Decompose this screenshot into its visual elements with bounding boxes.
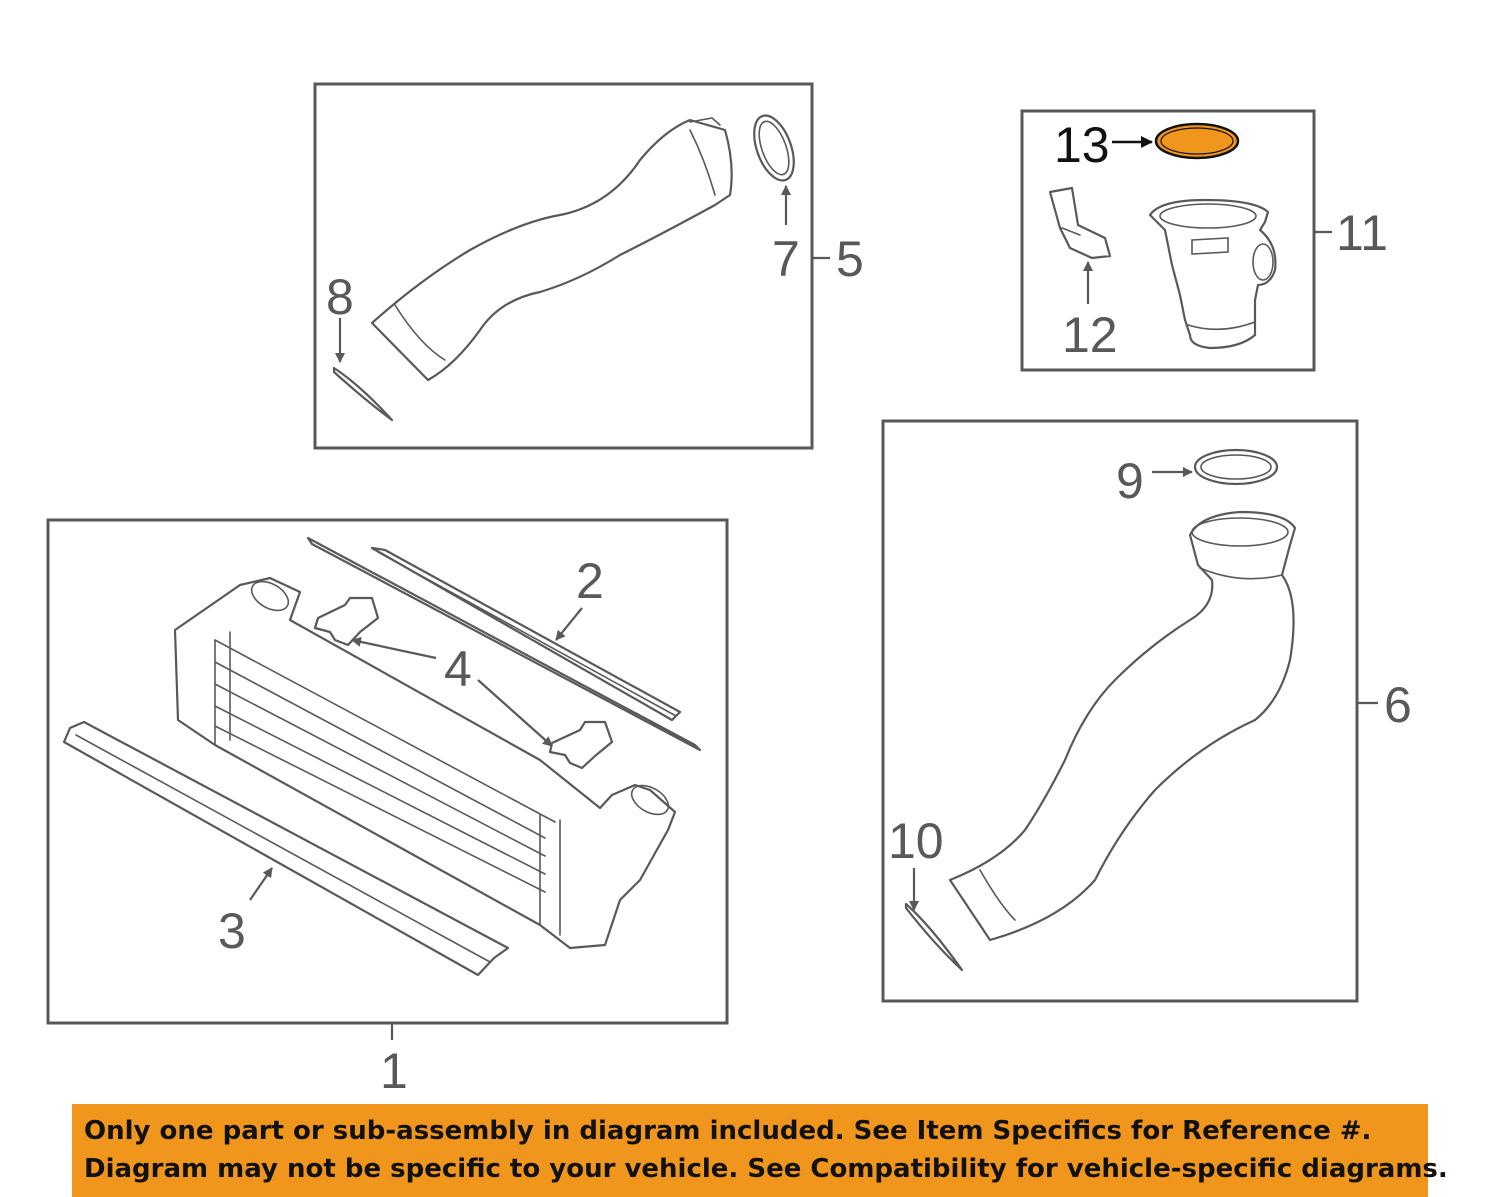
upper-hose-box	[313, 82, 814, 450]
lower-hose-box	[881, 419, 1359, 1003]
gasket-13-highlight	[1154, 122, 1240, 160]
lower-hose-o-ring	[1193, 448, 1279, 486]
lower-deflector-strip	[62, 720, 510, 977]
callout-2: 2	[576, 553, 604, 609]
leader-3	[249, 867, 273, 901]
parts-diagram: 7 5 8 13 12 11	[46, 82, 1412, 1099]
upper-deflector-strip	[306, 536, 702, 752]
callout-4: 4	[444, 641, 472, 697]
callout-8: 8	[326, 269, 354, 325]
callout-3: 3	[218, 903, 246, 959]
sensor-bracket	[1048, 186, 1112, 260]
lower-intercooler-hose	[948, 510, 1297, 942]
highlighted-gasket	[1154, 122, 1240, 160]
intercooler-box	[46, 518, 729, 1025]
callout-13: 13	[1054, 117, 1110, 173]
upper-intercooler-hose	[370, 117, 733, 382]
intercooler-bracket-upper	[313, 596, 380, 647]
upper-hose-o-ring	[753, 114, 795, 182]
upper-hose-clamp	[332, 366, 394, 422]
intercooler-bracket-lower	[548, 720, 614, 770]
callout-5: 5	[836, 231, 864, 287]
disclaimer-line-2: Diagram may not be specific to your vehi…	[84, 1154, 1448, 1184]
callout-6: 6	[1384, 677, 1412, 733]
air-mass-meter-housing	[1148, 198, 1277, 350]
callout-9: 9	[1116, 453, 1144, 509]
callout-12: 12	[1062, 307, 1118, 363]
leader-2	[555, 607, 583, 641]
disclaimer-banner: Only one part or sub-assembly in diagram…	[72, 1104, 1448, 1197]
leader-4a	[351, 636, 437, 660]
callout-1: 1	[380, 1043, 408, 1099]
lower-hose-clamp	[904, 902, 964, 972]
callout-11: 11	[1336, 205, 1388, 261]
leader-4b	[477, 679, 553, 747]
sensor-box	[1020, 109, 1316, 372]
disclaimer-line-1: Only one part or sub-assembly in diagram…	[84, 1116, 1372, 1146]
intercooler-core	[173, 576, 677, 950]
callout-10: 10	[888, 813, 944, 869]
callout-7: 7	[772, 231, 800, 287]
